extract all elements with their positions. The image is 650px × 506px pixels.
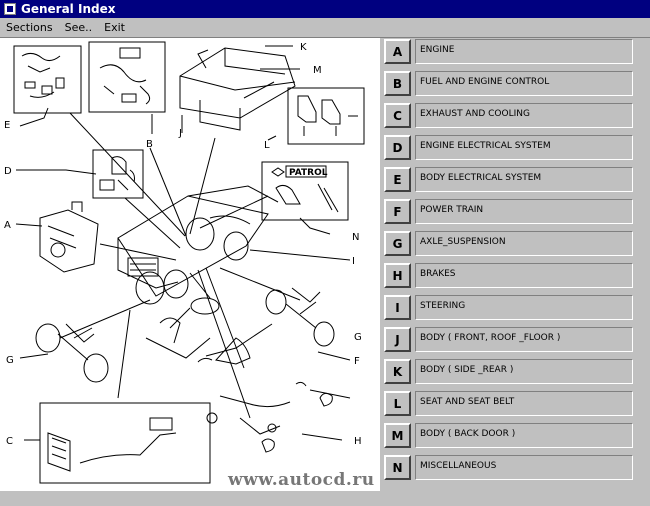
index-row-d: D ENGINE ELECTRICAL SYSTEM — [384, 134, 646, 161]
index-label-i[interactable]: STEERING — [415, 295, 633, 320]
index-row-c: C EXHAUST AND COOLING — [384, 102, 646, 129]
section-index: A ENGINE B FUEL AND ENGINE CONTROL C EXH… — [380, 38, 650, 506]
title-bar: General Index — [0, 0, 650, 18]
index-row-h: H BRAKES — [384, 262, 646, 289]
index-button-m[interactable]: M — [384, 423, 411, 448]
index-button-j[interactable]: J — [384, 327, 411, 352]
index-label-c[interactable]: EXHAUST AND COOLING — [415, 103, 633, 128]
window-title: General Index — [21, 2, 116, 16]
index-button-k[interactable]: K — [384, 359, 411, 384]
index-row-n: N MISCELLANEOUS — [384, 454, 646, 481]
box-seats[interactable] — [287, 87, 365, 145]
index-button-a[interactable]: A — [384, 39, 411, 64]
index-button-g[interactable]: G — [384, 231, 411, 256]
menu-sections[interactable]: Sections — [6, 21, 53, 34]
index-button-f[interactable]: F — [384, 199, 411, 224]
patrol-badge: PATROL — [289, 168, 328, 178]
index-label-n[interactable]: MISCELLANEOUS — [415, 455, 633, 480]
callout-d: D — [4, 166, 12, 177]
callout-g-left: G — [6, 355, 14, 366]
index-row-j: J BODY ( FRONT, ROOF _FLOOR ) — [384, 326, 646, 353]
index-row-g: G AXLE_SUSPENSION — [384, 230, 646, 257]
index-row-i: I STEERING — [384, 294, 646, 321]
box-electrical[interactable] — [13, 45, 82, 114]
callout-m: M — [313, 65, 322, 76]
callout-j: J — [178, 128, 182, 139]
index-label-a[interactable]: ENGINE — [415, 39, 633, 64]
callout-b: B — [146, 139, 153, 150]
menu-bar: Sections See.. Exit — [0, 18, 650, 38]
index-button-d[interactable]: D — [384, 135, 411, 160]
index-button-l[interactable]: L — [384, 391, 411, 416]
callout-n: N — [352, 232, 359, 243]
callout-c: C — [6, 436, 13, 447]
index-label-f[interactable]: POWER TRAIN — [415, 199, 633, 224]
index-row-k: K BODY ( SIDE _REAR ) — [384, 358, 646, 385]
index-row-a: A ENGINE — [384, 38, 646, 65]
index-button-i[interactable]: I — [384, 295, 411, 320]
index-label-e[interactable]: BODY ELECTRICAL SYSTEM — [415, 167, 633, 192]
index-label-j[interactable]: BODY ( FRONT, ROOF _FLOOR ) — [415, 327, 633, 352]
box-misc[interactable] — [261, 161, 349, 221]
watermark: www.autocd.ru — [228, 470, 375, 490]
index-label-m[interactable]: BODY ( BACK DOOR ) — [415, 423, 633, 448]
index-button-e[interactable]: E — [384, 167, 411, 192]
callout-g-right: G — [354, 332, 362, 343]
index-button-c[interactable]: C — [384, 103, 411, 128]
index-label-l[interactable]: SEAT AND SEAT BELT — [415, 391, 633, 416]
index-button-n[interactable]: N — [384, 455, 411, 480]
index-button-b[interactable]: B — [384, 71, 411, 96]
menu-see[interactable]: See.. — [64, 21, 93, 34]
app-icon — [4, 3, 16, 15]
index-label-g[interactable]: AXLE_SUSPENSION — [415, 231, 633, 256]
box-exhaust[interactable] — [39, 402, 211, 484]
menu-exit[interactable]: Exit — [104, 21, 125, 34]
index-button-h[interactable]: H — [384, 263, 411, 288]
index-row-f: F POWER TRAIN — [384, 198, 646, 225]
index-row-l: L SEAT AND SEAT BELT — [384, 390, 646, 417]
index-row-e: E BODY ELECTRICAL SYSTEM — [384, 166, 646, 193]
callout-i: I — [352, 256, 355, 267]
index-label-h[interactable]: BRAKES — [415, 263, 633, 288]
index-label-d[interactable]: ENGINE ELECTRICAL SYSTEM — [415, 135, 633, 160]
callout-l: L — [264, 140, 270, 151]
callout-a: A — [4, 220, 11, 231]
callout-f: F — [354, 356, 360, 367]
callout-e: E — [4, 120, 10, 131]
index-row-m: M BODY ( BACK DOOR ) — [384, 422, 646, 449]
index-label-k[interactable]: BODY ( SIDE _REAR ) — [415, 359, 633, 384]
diagram-drawing: K M E B J D L A N I G G F C H PATROL — [4, 41, 365, 484]
box-fuel-control[interactable] — [88, 41, 166, 113]
index-label-b[interactable]: FUEL AND ENGINE CONTROL — [415, 71, 633, 96]
vehicle-exploded-diagram: K M E B J D L A N I G G F C H PATROL — [0, 38, 380, 491]
index-row-b: B FUEL AND ENGINE CONTROL — [384, 70, 646, 97]
callout-k: K — [300, 42, 307, 53]
callout-h: H — [354, 436, 362, 447]
